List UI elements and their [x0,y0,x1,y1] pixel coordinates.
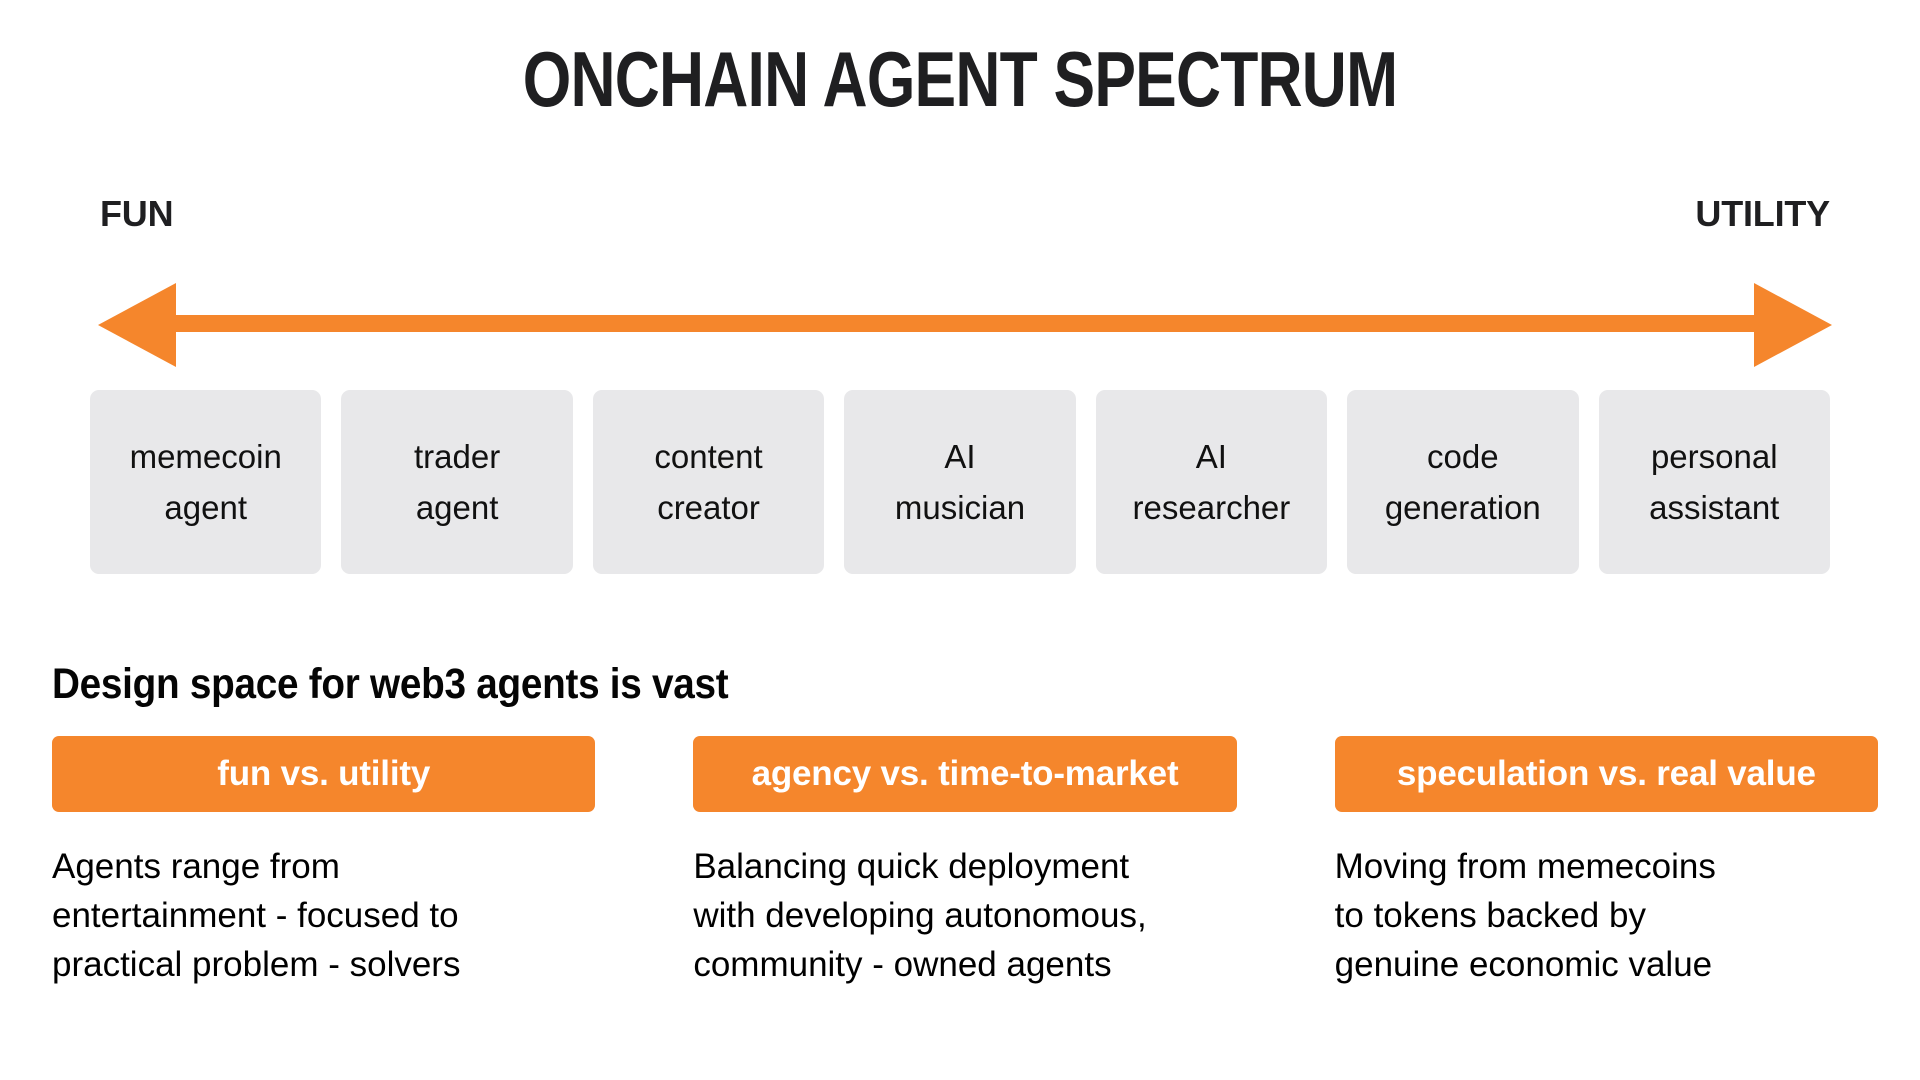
body-line-2: with developing autonomous, [693,896,1147,935]
body-line-1: Balancing quick deployment [693,847,1130,886]
pill-fun-vs-utility[interactable]: fun vs. utility [52,736,596,812]
design-space-columns: fun vs. utility Agents range from entert… [52,736,1878,989]
category-box-ai-musician[interactable]: AI musician [844,390,1076,574]
category-label-line1: memecoin [129,438,282,475]
column-body-fun-vs-utility: Agents range from entertainment - focuse… [52,842,595,989]
design-space-column-speculation-vs-real-value: speculation vs. real value Moving from m… [1334,736,1878,989]
spectrum-label-utility: UTILITY [1695,193,1830,234]
agent-category-row: memecoin agent trader agent content crea… [90,390,1830,574]
column-body-speculation-vs-real-value: Moving from memecoins to tokens backed b… [1335,842,1878,989]
body-line-2: to tokens backed by [1334,896,1646,935]
pill-agency-vs-time-to-market[interactable]: agency vs. time-to-market [693,736,1237,812]
body-line-3: community - owned agents [693,945,1112,984]
category-box-ai-researcher[interactable]: AI researcher [1095,390,1328,574]
category-label-line1: AI [944,438,976,475]
body-line-3: practical problem - solvers [52,945,461,984]
category-box-content-creator[interactable]: content creator [592,390,825,574]
category-label-line2: musician [894,489,1026,526]
column-body-agency-vs-time-to-market: Balancing quick deployment with developi… [693,842,1236,989]
category-label-line2: researcher [1132,489,1291,526]
category-label-line2: generation [1384,489,1541,526]
design-space-heading: Design space for web3 agents is vast [52,660,729,708]
page-title: ONCHAIN AGENT SPECTRUM [522,35,1398,123]
category-box-memecoin-agent[interactable]: memecoin agent [90,390,322,574]
body-line-1: Moving from memecoins [1334,847,1716,886]
category-label-line1: content [654,438,763,475]
category-label-line1: personal [1650,438,1778,475]
design-space-column-agency-vs-time-to-market: agency vs. time-to-market Balancing quic… [693,736,1237,989]
pill-speculation-vs-real-value[interactable]: speculation vs. real value [1334,736,1878,812]
body-line-1: Agents range from [52,847,340,886]
category-label-line1: trader [414,438,501,475]
category-box-personal-assistant[interactable]: personal assistant [1598,390,1830,574]
category-label-line1: code [1427,438,1499,475]
category-label-line1: AI [1195,438,1227,475]
spectrum-arrow [98,281,1832,369]
category-box-code-generation[interactable]: code generation [1347,390,1579,574]
spectrum-label-fun: FUN [100,193,174,234]
category-label-line2: creator [657,489,760,526]
body-line-2: entertainment - focused to [52,896,459,935]
category-label-line2: agent [164,489,247,526]
category-label-line2: agent [415,489,499,526]
category-label-line2: assistant [1649,489,1780,526]
design-space-column-fun-vs-utility: fun vs. utility Agents range from entert… [52,736,596,989]
category-box-trader-agent[interactable]: trader agent [341,390,573,574]
body-line-3: genuine economic value [1334,945,1713,984]
double-headed-arrow-icon [98,283,1832,367]
